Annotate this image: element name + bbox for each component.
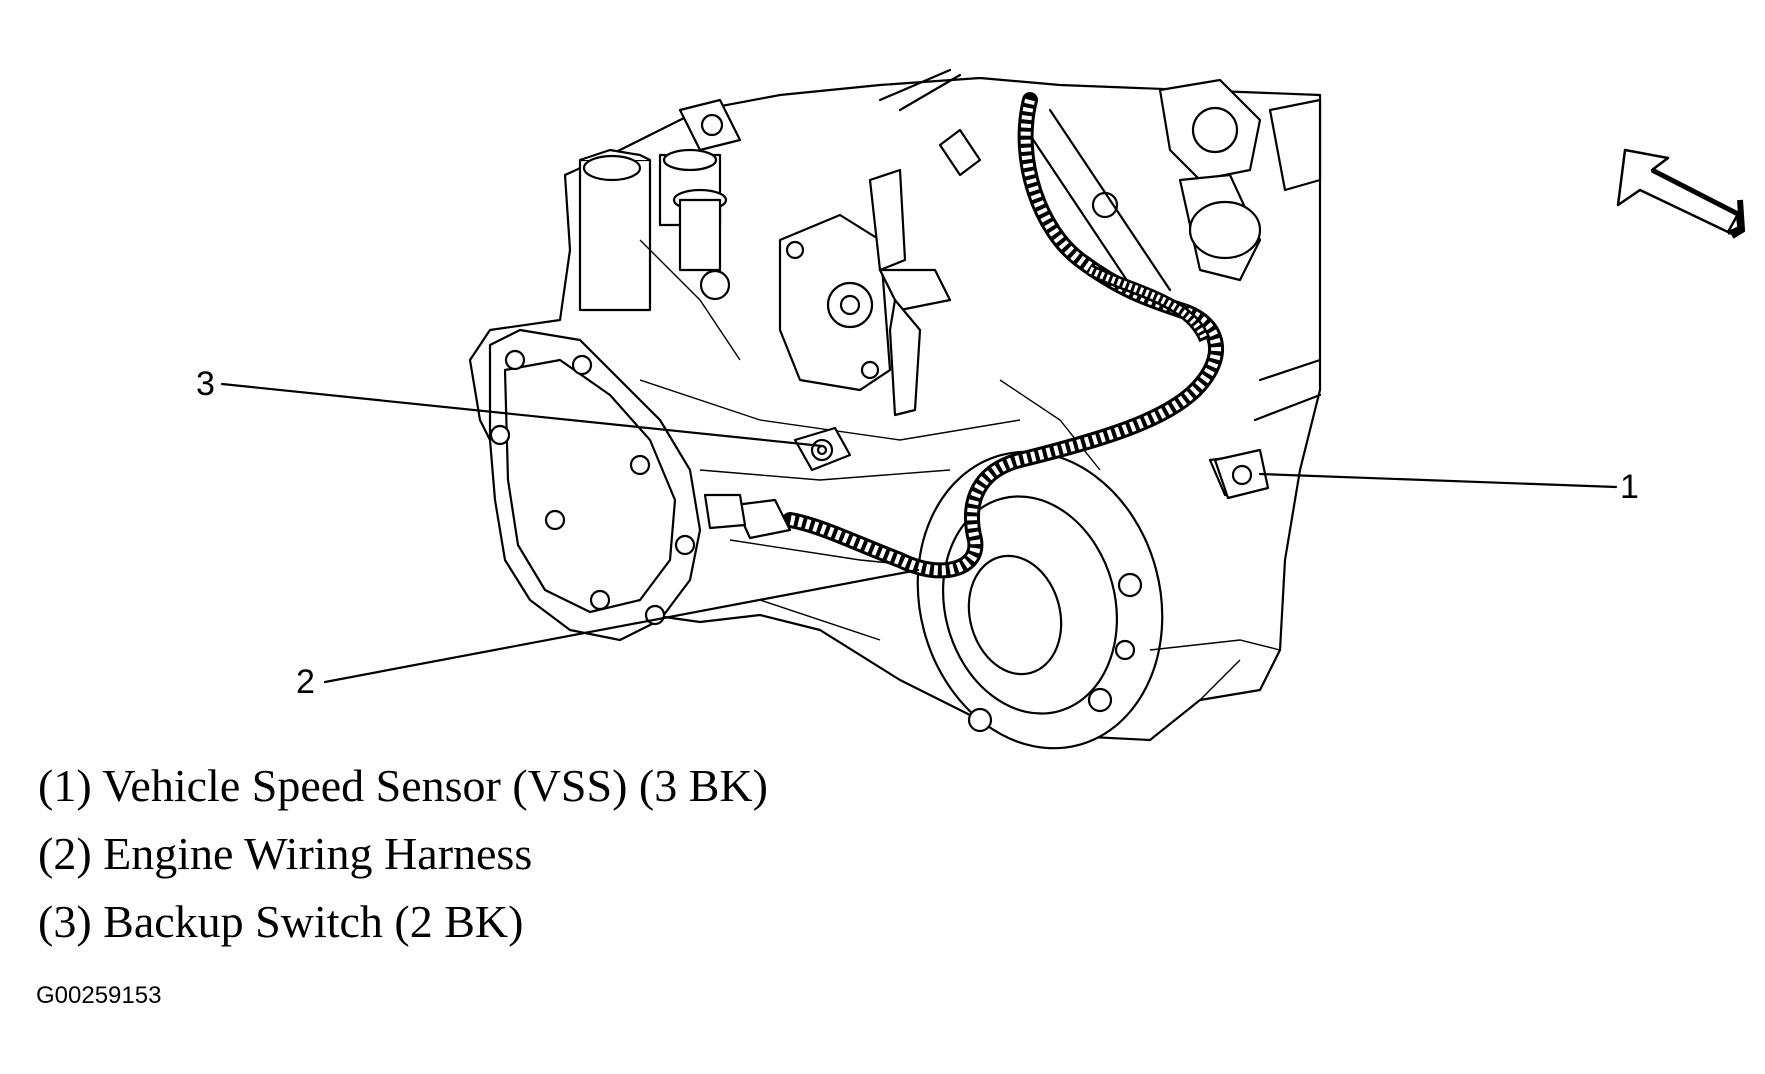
housing-detail-lines (639, 239, 1281, 701)
callout-3: 3 (196, 365, 215, 403)
legend: (1) Vehicle Speed Sensor (VSS) (3 BK) (2… (38, 752, 768, 956)
legend-item-backup-switch: (3) Backup Switch (2 BK) (38, 896, 524, 947)
upper-brackets (578, 98, 742, 312)
transaxle-drawing (468, 68, 1322, 750)
callout-2: 2 (296, 663, 315, 701)
vehicle-speed-sensor (1213, 448, 1270, 500)
figure-id: G00259153 (36, 982, 162, 1009)
leader-lines (220, 382, 1618, 684)
cover-bolts (489, 349, 696, 626)
legend-item-harness: (2) Engine Wiring Harness (38, 828, 533, 879)
callout-1: 1 (1620, 468, 1639, 506)
shift-mechanism (778, 68, 982, 417)
backup-switch (793, 426, 852, 472)
engine-wiring-harness (703, 92, 1225, 579)
direction-arrow-icon (1616, 148, 1746, 239)
legend-item-vss: (1) Vehicle Speed Sensor (VSS) (3 BK) (38, 760, 768, 811)
